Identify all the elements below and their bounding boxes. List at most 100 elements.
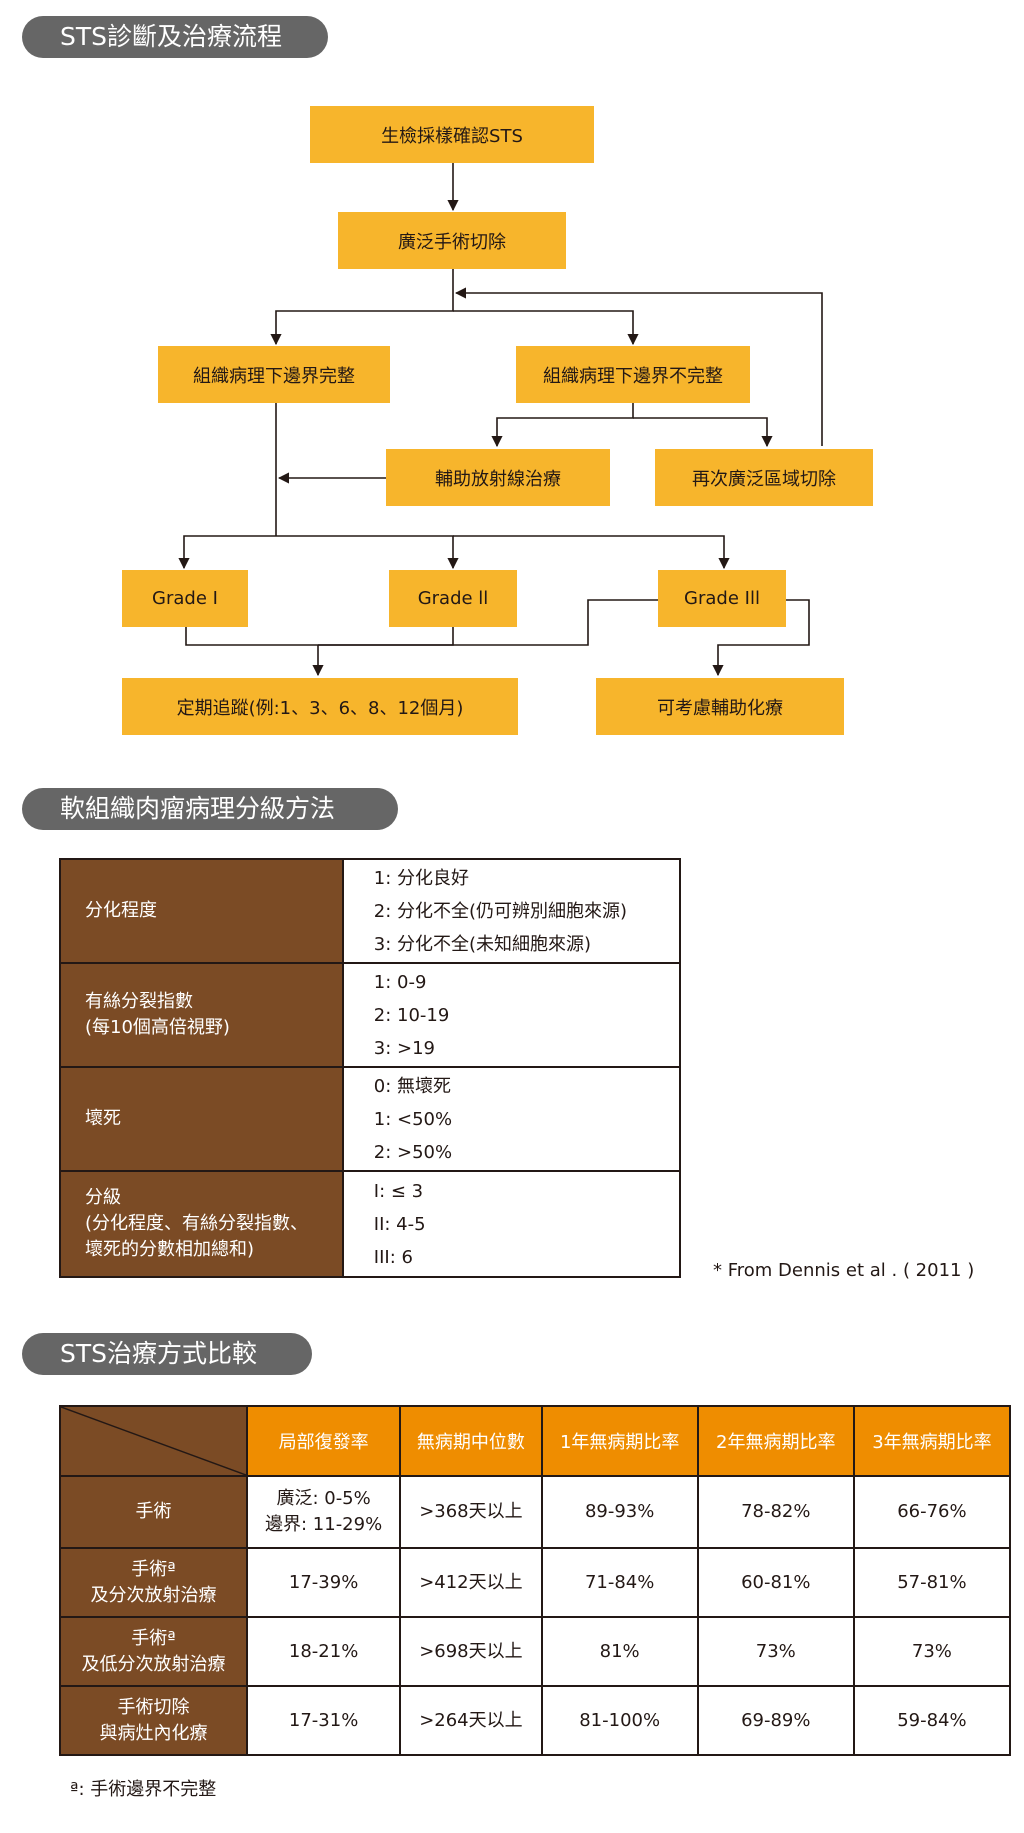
compare-row-surgery-hypofractionated-rt: 手術ª 及低分次放射治療 18-21% >698天以上 81% 73% 73% bbox=[59, 1616, 1012, 1687]
grading-value-line: 0: 無壞死 bbox=[373, 1075, 452, 1097]
compare-footnote: ª: 手術邊界不完整 bbox=[70, 1779, 217, 1800]
grading-label-line: 壞死 bbox=[85, 1108, 121, 1129]
compare-header-cell: 1年無病期比率 bbox=[540, 1405, 699, 1477]
compare-row-name-line: 與病灶內化療 bbox=[99, 1722, 208, 1744]
grading-row-necrosis: 壞死 0: 無壞死 1: <50% 2: >50% bbox=[59, 1066, 682, 1172]
compare-cell: 17-39% bbox=[245, 1547, 402, 1618]
compare-cell: 73% bbox=[852, 1616, 1012, 1687]
flow-connectors bbox=[178, 163, 823, 677]
compare-row-name-line: 手術 bbox=[135, 1501, 172, 1522]
grading-value-cell: 1: 分化良好 2: 分化不全(仍可辨別細胞來源) 3: 分化不全(未知細胞來源… bbox=[341, 858, 682, 964]
compare-row-name-line: 手術ª bbox=[131, 1558, 176, 1580]
grading-value-line: 1: <50% bbox=[373, 1108, 453, 1130]
grading-label-cell: 分級 (分化程度、有絲分裂指數、 壞死的分數相加總和) bbox=[59, 1170, 344, 1278]
compare-cell: 89-93% bbox=[540, 1475, 699, 1549]
grading-label-line: 壞死的分數相加總和) bbox=[85, 1239, 255, 1260]
line-grade1-merge bbox=[185, 627, 318, 646]
compare-section-title: STS治療方式比較 bbox=[22, 1333, 312, 1375]
grading-value-line: 1: 0-9 bbox=[373, 971, 427, 993]
compare-row-header: 手術ª 及低分次放射治療 bbox=[59, 1616, 248, 1687]
grading-value-line: 2: 分化不全(仍可辨別細胞來源) bbox=[373, 900, 628, 922]
compare-row-name-line: 手術ª bbox=[131, 1627, 176, 1649]
line-grade3-merge bbox=[318, 599, 658, 646]
grading-table: 分化程度 1: 分化良好 2: 分化不全(仍可辨別細胞來源) 3: 分化不全(未… bbox=[59, 858, 682, 1278]
compare-cell: 18-21% bbox=[245, 1616, 402, 1687]
grading-value-line: 2: 10-19 bbox=[373, 1004, 450, 1026]
compare-cell: 59-84% bbox=[852, 1685, 1012, 1756]
grading-value-line: 2: >50% bbox=[373, 1141, 453, 1163]
grading-value-line: 1: 分化良好 bbox=[373, 867, 470, 889]
arrow-reexcision-loop bbox=[454, 287, 823, 446]
flow-box-grade3: Grade Ill bbox=[658, 570, 786, 627]
flow-section-title: STS診斷及治療流程 bbox=[22, 16, 328, 58]
arrow-to-grade2 bbox=[276, 535, 459, 570]
compare-cell: 81% bbox=[540, 1616, 699, 1687]
compare-row-surgery: 手術 廣泛: 0-5% 邊界: 11-29% >368天以上 89-93% 78… bbox=[59, 1475, 1012, 1549]
compare-cell: 78-82% bbox=[696, 1475, 855, 1549]
grading-value-line: I: ≤ 3 bbox=[373, 1180, 424, 1202]
grading-value-cell: I: ≤ 3 II: 4-5 III: 6 bbox=[341, 1170, 682, 1278]
grading-label-line: 分化程度 bbox=[85, 900, 157, 921]
grading-row-differentiation: 分化程度 1: 分化良好 2: 分化不全(仍可辨別細胞來源) 3: 分化不全(未… bbox=[59, 858, 682, 964]
compare-cell: 60-81% bbox=[696, 1547, 855, 1618]
compare-row-header: 手術ª 及分次放射治療 bbox=[59, 1547, 248, 1618]
compare-cell: 57-81% bbox=[852, 1547, 1012, 1618]
grading-label-line: 有絲分裂指數 bbox=[85, 991, 193, 1012]
compare-row-surgery-intralesional-chemo: 手術切除 與病灶內化療 17-31% >264天以上 81-100% 69-89… bbox=[59, 1685, 1012, 1756]
arrow-incomplete-to-rt bbox=[491, 403, 634, 448]
compare-cell: 66-76% bbox=[852, 1475, 1012, 1549]
compare-row-header: 手術 bbox=[59, 1475, 248, 1549]
grading-value-line: 3: 分化不全(未知細胞來源) bbox=[373, 933, 592, 955]
compare-row-name-line: 手術切除 bbox=[117, 1696, 190, 1718]
corner-diagonal bbox=[61, 1407, 246, 1475]
flow-box-biopsy: 生檢採樣確認STS bbox=[310, 106, 594, 163]
flow-box-adjuvant-rt: 輔助放射線治療 bbox=[386, 449, 610, 506]
flow-box-margin-incomplete: 組織病理下邊界不完整 bbox=[516, 346, 750, 403]
arrow-excision-to-complete bbox=[270, 268, 454, 346]
compare-header-cell: 3年無病期比率 bbox=[852, 1405, 1012, 1477]
grading-value-line: II: 4-5 bbox=[373, 1213, 426, 1235]
compare-row-name-line: 及低分次放射治療 bbox=[81, 1653, 226, 1675]
grading-row-grade: 分級 (分化程度、有絲分裂指數、 壞死的分數相加總和) I: ≤ 3 II: 4… bbox=[59, 1170, 682, 1278]
compare-cell: 73% bbox=[696, 1616, 855, 1687]
compare-header-cell: 無病期中位數 bbox=[399, 1405, 543, 1477]
flow-box-re-excision: 再次廣泛區域切除 bbox=[655, 449, 873, 506]
compare-header-row: 局部復發率 無病期中位數 1年無病期比率 2年無病期比率 3年無病期比率 bbox=[59, 1405, 1012, 1477]
grading-value-cell: 0: 無壞死 1: <50% 2: >50% bbox=[341, 1066, 682, 1172]
grading-label-line: (每10個高倍視野) bbox=[85, 1017, 230, 1038]
compare-cell: >412天以上 bbox=[399, 1547, 543, 1618]
compare-row-name-line: 及分次放射治療 bbox=[90, 1584, 217, 1606]
grading-label-cell: 有絲分裂指數 (每10個高倍視野) bbox=[59, 962, 344, 1068]
compare-cell: 69-89% bbox=[696, 1685, 855, 1756]
arrow-excision-to-incomplete bbox=[453, 310, 639, 346]
compare-cell: >264天以上 bbox=[399, 1685, 543, 1756]
flow-box-wide-excision: 廣泛手術切除 bbox=[338, 212, 566, 269]
grading-value-cell: 1: 0-9 2: 10-19 3: >19 bbox=[341, 962, 682, 1068]
grading-source-citation: * From Dennis et al . ( 2011 ) bbox=[713, 1260, 975, 1281]
grading-label-line: (分化程度、有絲分裂指數、 bbox=[85, 1213, 309, 1234]
arrow-to-grade1 bbox=[178, 535, 276, 570]
compare-cell: 廣泛: 0-5% 邊界: 11-29% bbox=[245, 1475, 402, 1549]
flow-box-chemo: 可考慮輔助化療 bbox=[596, 678, 844, 735]
grading-value-line: 3: >19 bbox=[373, 1037, 435, 1059]
compare-row-header: 手術切除 與病灶內化療 bbox=[59, 1685, 248, 1756]
compare-cell: >698天以上 bbox=[399, 1616, 543, 1687]
flow-box-followup: 定期追蹤(例:1、3、6、8、12個月) bbox=[122, 678, 518, 735]
compare-table: 局部復發率 無病期中位數 1年無病期比率 2年無病期比率 3年無病期比率 手術 … bbox=[59, 1405, 1012, 1756]
grading-section-title: 軟組織肉瘤病理分級方法 bbox=[22, 788, 398, 830]
compare-header-cell: 局部復發率 bbox=[245, 1405, 402, 1477]
compare-cell: 81-100% bbox=[540, 1685, 699, 1756]
compare-corner-cell bbox=[59, 1405, 248, 1477]
compare-row-surgery-fractionated-rt: 手術ª 及分次放射治療 17-39% >412天以上 71-84% 60-81%… bbox=[59, 1547, 1012, 1618]
grading-label-cell: 壞死 bbox=[59, 1066, 344, 1172]
compare-cell: >368天以上 bbox=[399, 1475, 543, 1549]
flow-box-grade2: Grade ll bbox=[389, 570, 517, 627]
arrow-to-grade3 bbox=[453, 535, 730, 570]
compare-cell: 17-31% bbox=[245, 1685, 402, 1756]
compare-header-cell: 2年無病期比率 bbox=[696, 1405, 855, 1477]
grading-row-mitotic-index: 有絲分裂指數 (每10個高倍視野) 1: 0-9 2: 10-19 3: >19 bbox=[59, 962, 682, 1068]
grading-label-line: 分級 bbox=[85, 1187, 121, 1208]
arrow-incomplete-to-reexcision bbox=[633, 417, 773, 448]
flow-box-grade1: Grade I bbox=[122, 570, 248, 627]
grading-label-cell: 分化程度 bbox=[59, 858, 344, 964]
